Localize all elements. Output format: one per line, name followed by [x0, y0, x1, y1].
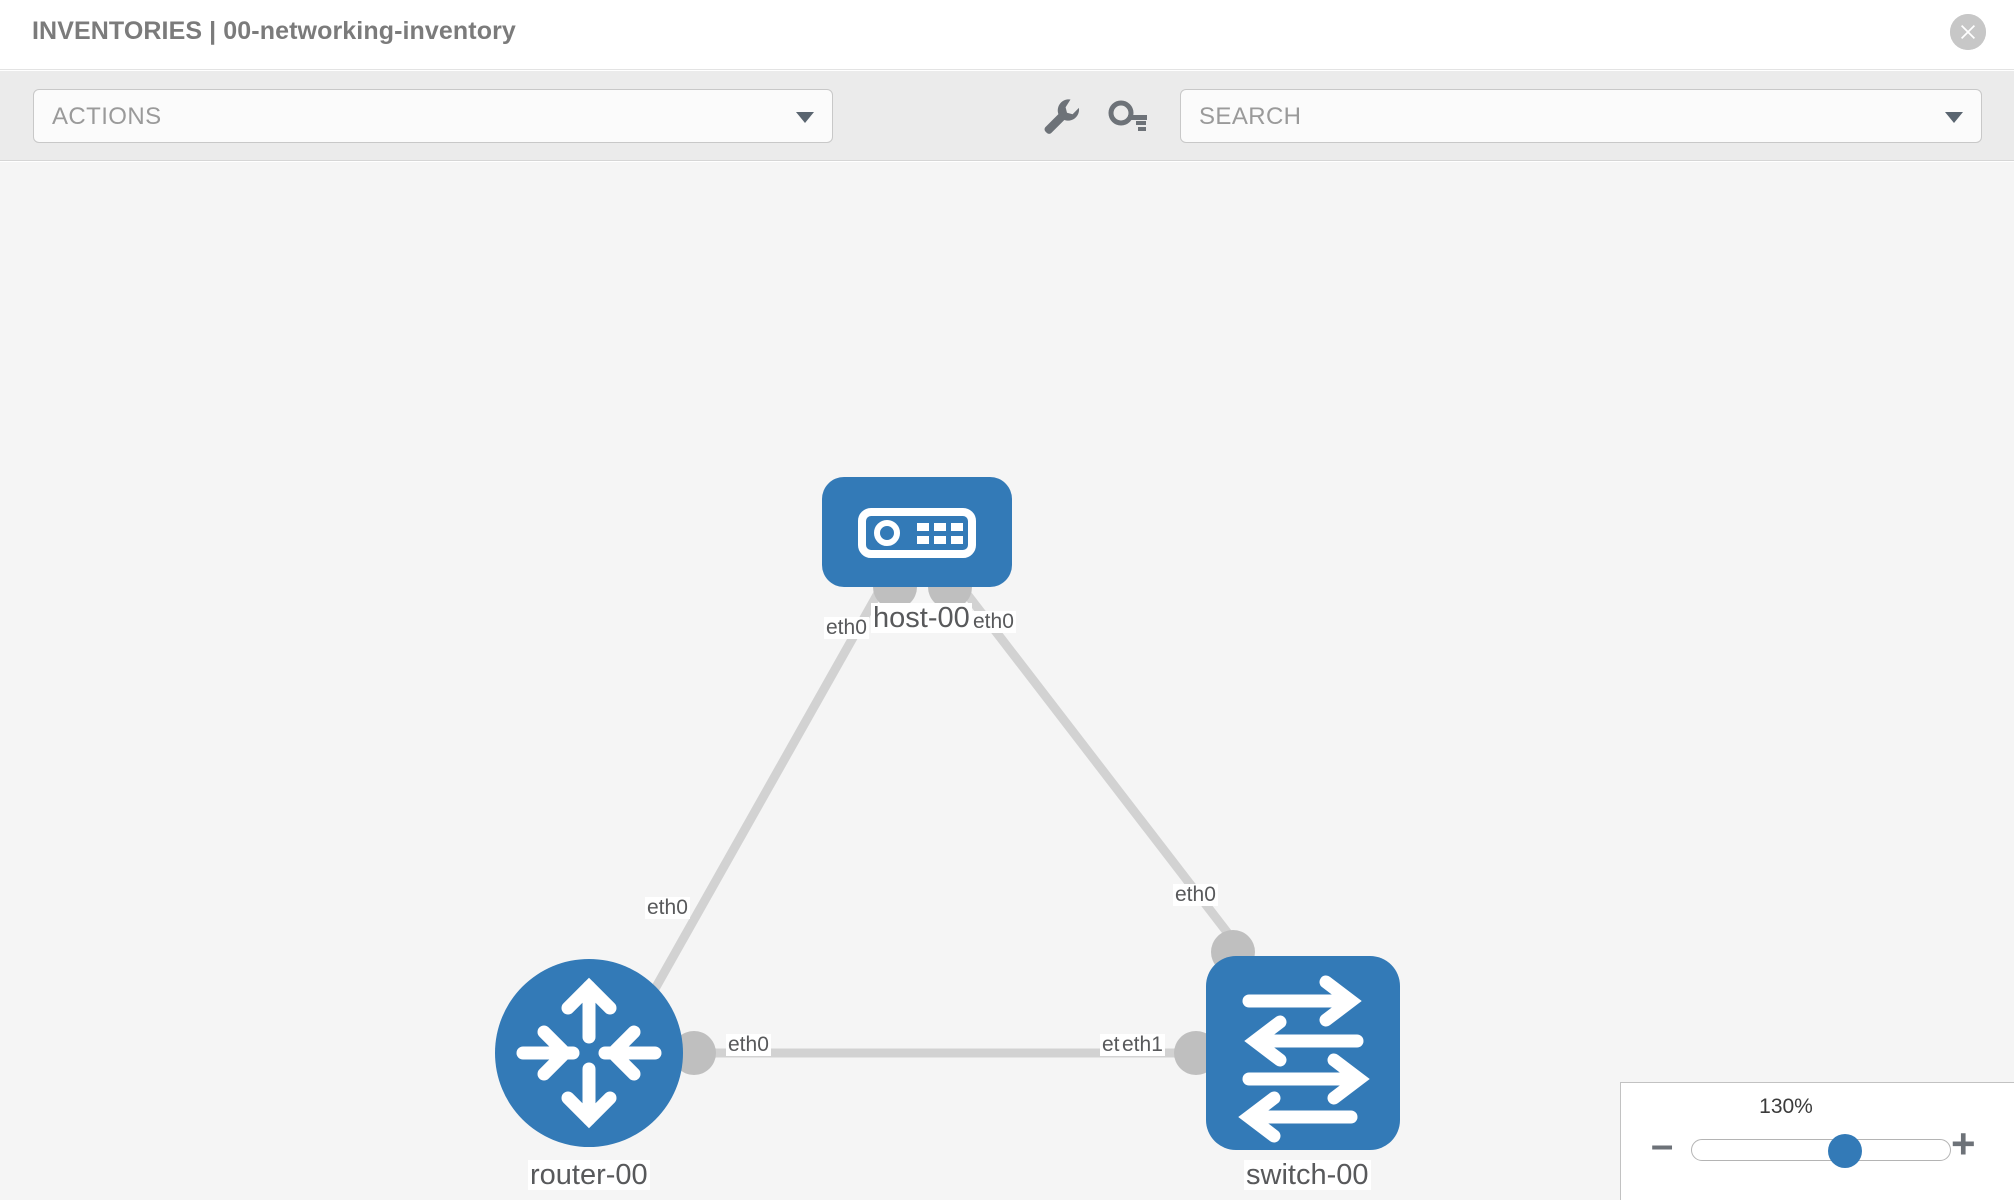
page-header: INVENTORIES | 00-networking-inventory — [0, 0, 2014, 70]
zoom-slider-thumb[interactable] — [1827, 1134, 1862, 1168]
search-placeholder: SEARCH — [1199, 103, 1302, 130]
node-router-00[interactable] — [495, 959, 683, 1147]
actions-dropdown[interactable]: ACTIONS — [33, 89, 833, 143]
wrench-icon[interactable] — [1037, 93, 1083, 139]
zoom-slider-track[interactable] — [1691, 1134, 1951, 1168]
key-icon[interactable] — [1105, 93, 1151, 139]
router-icon — [516, 977, 662, 1129]
topology-canvas[interactable]: host-00 router-00 switch-00 eth0 eth0 et… — [0, 162, 2014, 1200]
server-icon — [858, 508, 976, 558]
close-icon[interactable] — [1950, 14, 1986, 50]
interface-label-router00-eth0: eth0 — [726, 1033, 771, 1057]
interface-label-host00-right: eth0 — [971, 610, 1016, 634]
zoom-in-button[interactable]: + — [1951, 1120, 1976, 1167]
chevron-down-icon[interactable] — [1945, 112, 1963, 123]
interface-label-router00-uplink: eth0 — [645, 896, 690, 920]
actions-dropdown-label: ACTIONS — [52, 103, 162, 130]
interface-label-host00-left: eth0 — [824, 616, 869, 640]
node-host-00[interactable] — [822, 477, 1012, 587]
node-label-host-00: host-00 — [871, 602, 972, 634]
page-title: INVENTORIES | 00-networking-inventory — [32, 17, 516, 45]
zoom-out-button[interactable]: – — [1651, 1123, 1674, 1167]
link-endpoints — [672, 565, 1255, 1075]
zoom-percentage: 130% — [1759, 1095, 1813, 1118]
link-host00-router00 — [621, 569, 894, 1045]
search-input[interactable]: SEARCH — [1180, 89, 1982, 143]
node-label-switch-00: switch-00 — [1244, 1159, 1371, 1191]
topology-graph — [495, 477, 1400, 1150]
toolbar: ACTIONS SEARCH — [0, 71, 2014, 161]
topology-links — [621, 569, 1254, 1058]
node-label-router-00: router-00 — [528, 1159, 650, 1191]
interface-label-switch00-eth1: eth1 — [1120, 1033, 1165, 1057]
node-switch-00[interactable] — [1206, 956, 1400, 1150]
chevron-down-icon — [796, 112, 814, 123]
zoom-control-panel: 130% – + — [1620, 1082, 2014, 1200]
endpoint-router00-right — [672, 1031, 716, 1075]
interface-label-switch00-uplink: eth0 — [1173, 883, 1218, 907]
switch-icon — [1238, 975, 1370, 1143]
